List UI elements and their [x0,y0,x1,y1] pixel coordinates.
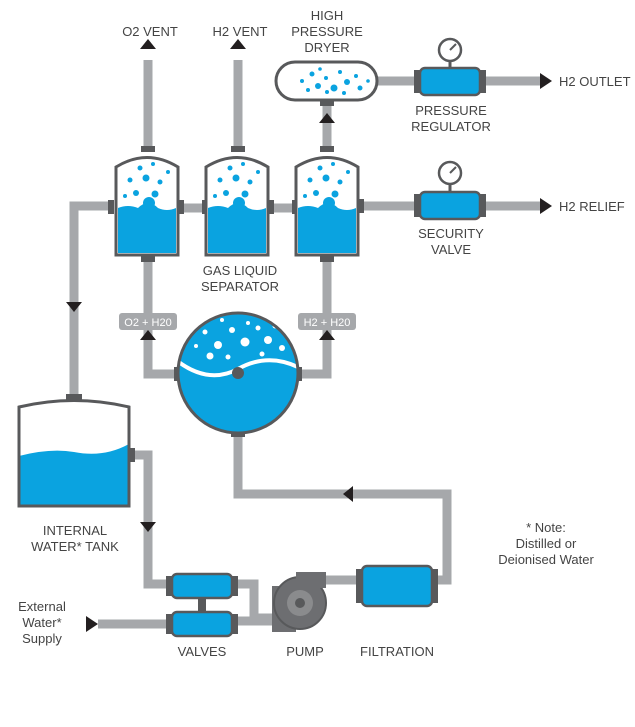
separator-h2-vent [204,156,270,257]
pipes [69,60,540,629]
high-pressure-dryer [274,60,379,102]
o2-h2o-label: O2 + H20 [124,317,171,329]
valve-lower [170,610,234,638]
tank-outlet-pipe [129,450,172,589]
separator-h2 [294,156,360,257]
note-line-1: * Note: [526,520,566,535]
h2-h2o-tag: H2 + H20 [298,313,356,330]
electrolyzer-cell [176,311,300,435]
valve-down-arrow [140,522,156,532]
o2-vent-arrow [140,39,156,49]
h2-h2o-label: H2 + H20 [304,317,351,329]
external-supply-label-2: Water* [22,615,61,630]
valves [166,572,238,638]
dryer-label-2: PRESSURE [291,24,363,39]
h2-return-pipe [296,258,332,379]
o2-return-pipe [143,258,180,379]
h2-outlet-arrow [540,73,552,89]
security-valve-label-2: VALVE [431,242,471,257]
valve-upper [170,572,234,600]
supply-right-arrow [86,616,98,632]
tank-down-arrow [66,302,82,312]
h2-vent-label: H2 VENT [213,24,268,39]
h2-relief-arrow [540,198,552,214]
security-valve-label-1: SECURITY [418,226,484,241]
separator-to-tank-pipe [69,201,114,402]
separator-label-1: GAS LIQUID [203,263,277,278]
pump-label: PUMP [286,644,324,659]
h2-up-arrow [319,330,335,340]
filtration-label: FILTRATION [360,644,434,659]
return-left-arrow [343,486,353,502]
pressure-regulator-label-1: PRESSURE [415,103,487,118]
h2-relief-label: H2 RELIEF [559,199,625,214]
note-line-2: Distilled or [516,536,577,551]
tank-label-2: WATER* TANK [31,539,119,554]
external-supply-label-1: External [18,599,66,614]
dryer-label-3: DRYER [304,40,349,55]
valves-label: VALVES [178,644,227,659]
pump [272,572,327,632]
flow-arrows [66,39,552,632]
filtration-return-pipe [233,432,452,585]
pressure-regulator [414,37,486,97]
filtration [356,564,438,608]
o2-up-arrow [140,330,156,340]
dryer-label-1: HIGH [311,8,344,23]
o2-vent-label: O2 VENT [122,24,178,39]
note-line-3: Deionised Water [498,552,594,567]
separator-o2 [114,156,180,257]
o2-h2o-tag: O2 + H20 [119,313,177,330]
h2-vent-arrow [230,39,246,49]
h2-outlet-label: H2 OUTLET [559,74,631,89]
separator-label-2: SEPARATOR [201,279,279,294]
dryer-up-arrow [319,113,335,123]
tank-label-1: INTERNAL [43,523,107,538]
pressure-regulator-label-2: REGULATOR [411,119,491,134]
external-supply-label-3: Supply [22,631,62,646]
security-valve [414,160,486,221]
internal-water-tank [17,399,131,508]
